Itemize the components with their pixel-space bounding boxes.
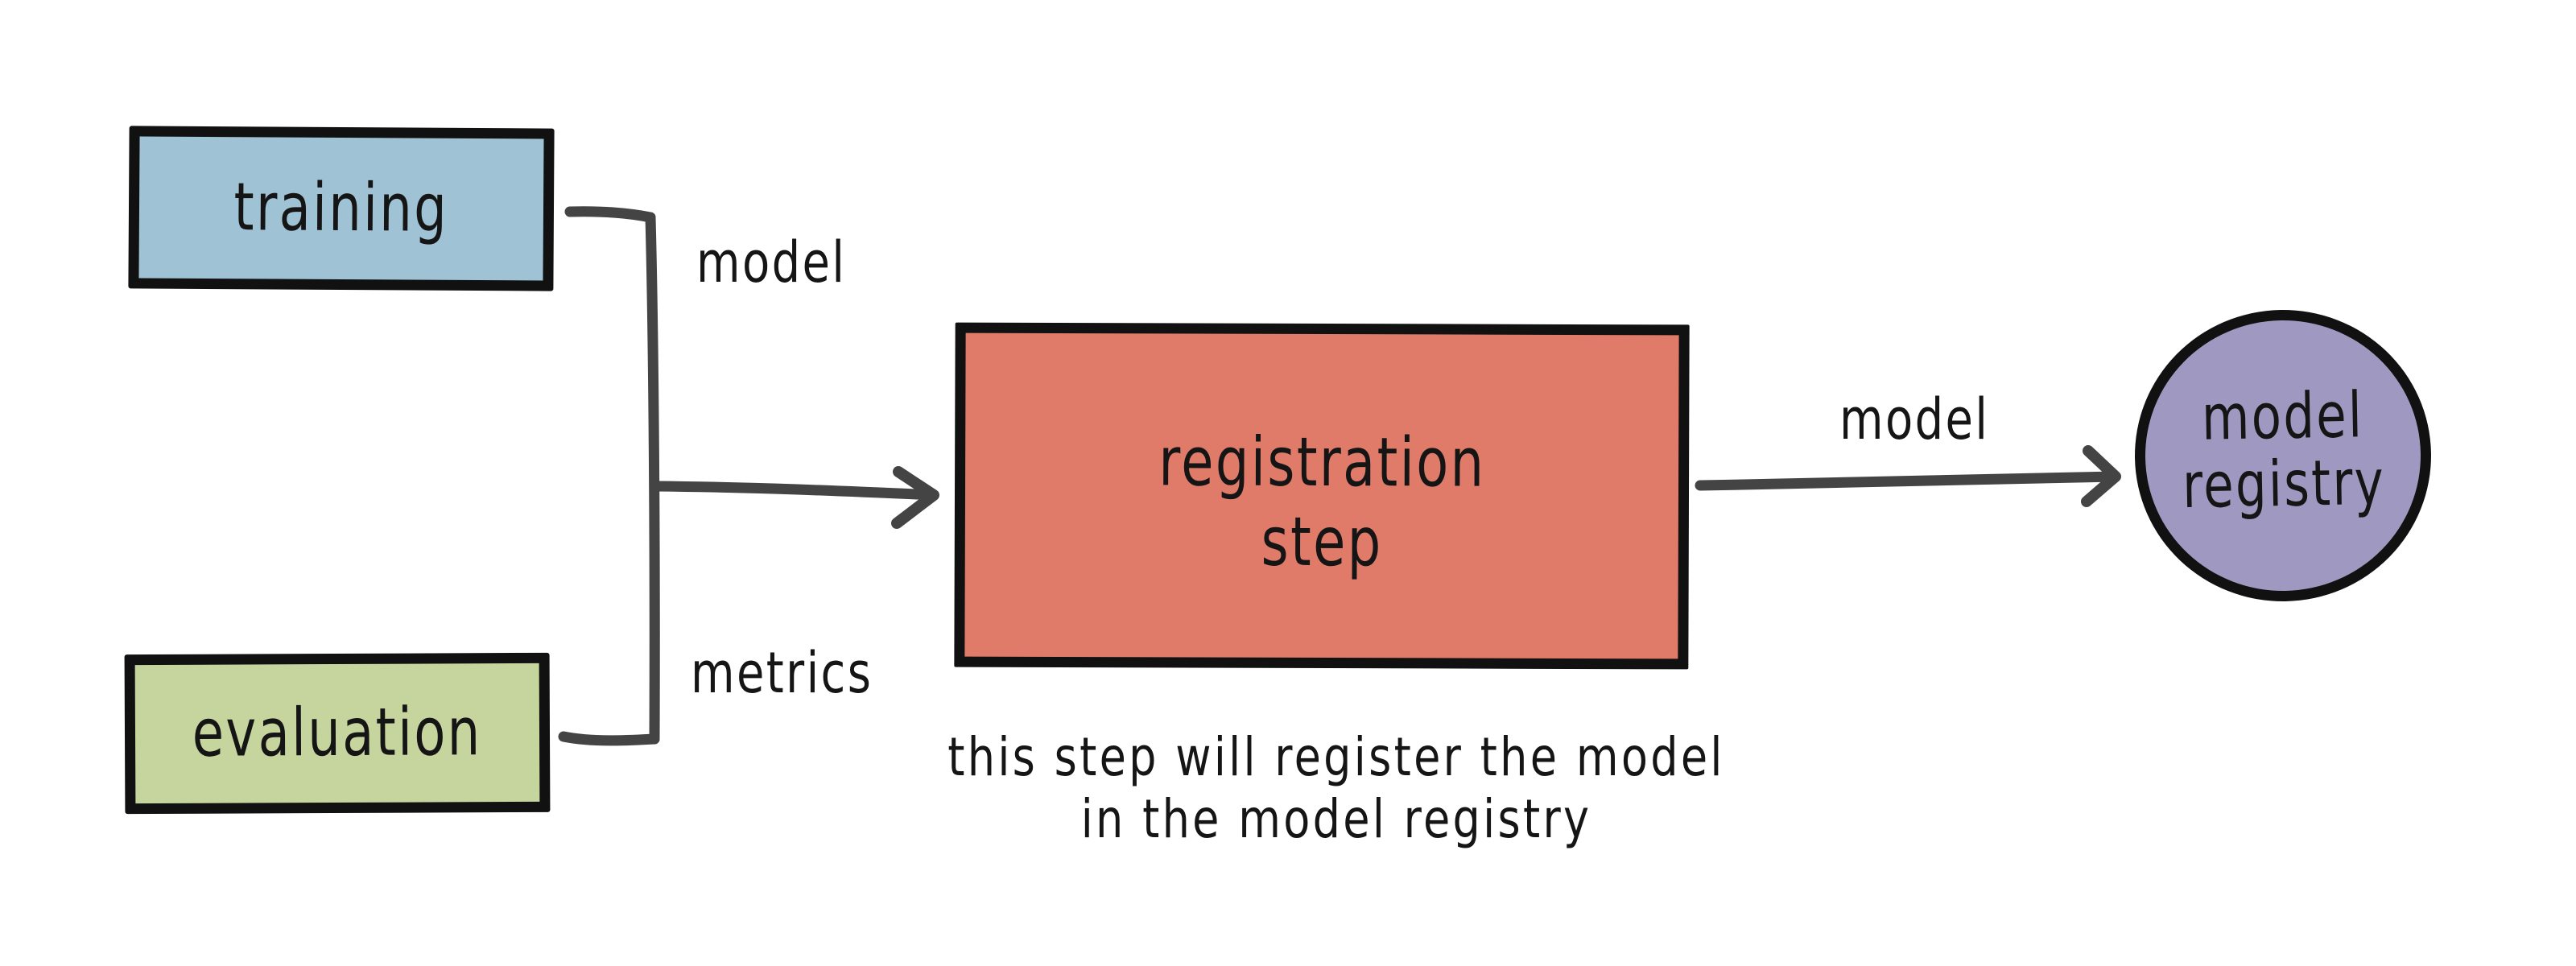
evaluation-label: evaluation: [192, 694, 483, 772]
registration-step-node: registration step: [954, 322, 1690, 670]
merge-bracket: [645, 212, 660, 745]
registration-step-label: registration step: [1158, 422, 1486, 582]
evaluation-edge-label: metrics: [691, 640, 873, 706]
registration-input-arrowhead: [891, 466, 939, 529]
registration-step-annotation: this step will register the model in the…: [947, 726, 1725, 851]
training-edge-label: model: [696, 229, 847, 295]
training-node: training: [128, 126, 555, 291]
registration-to-registry-connector: [1695, 471, 2121, 491]
model-registry-label: model registry: [2181, 379, 2386, 523]
merge-to-registration-connector: [649, 481, 939, 501]
registry-input-arrowhead: [2081, 445, 2121, 507]
evaluation-connector: [558, 731, 660, 746]
registry-edge-label: model: [1839, 386, 1990, 452]
training-connector: [564, 206, 656, 223]
training-label: training: [233, 169, 449, 247]
evaluation-node: evaluation: [124, 652, 551, 815]
